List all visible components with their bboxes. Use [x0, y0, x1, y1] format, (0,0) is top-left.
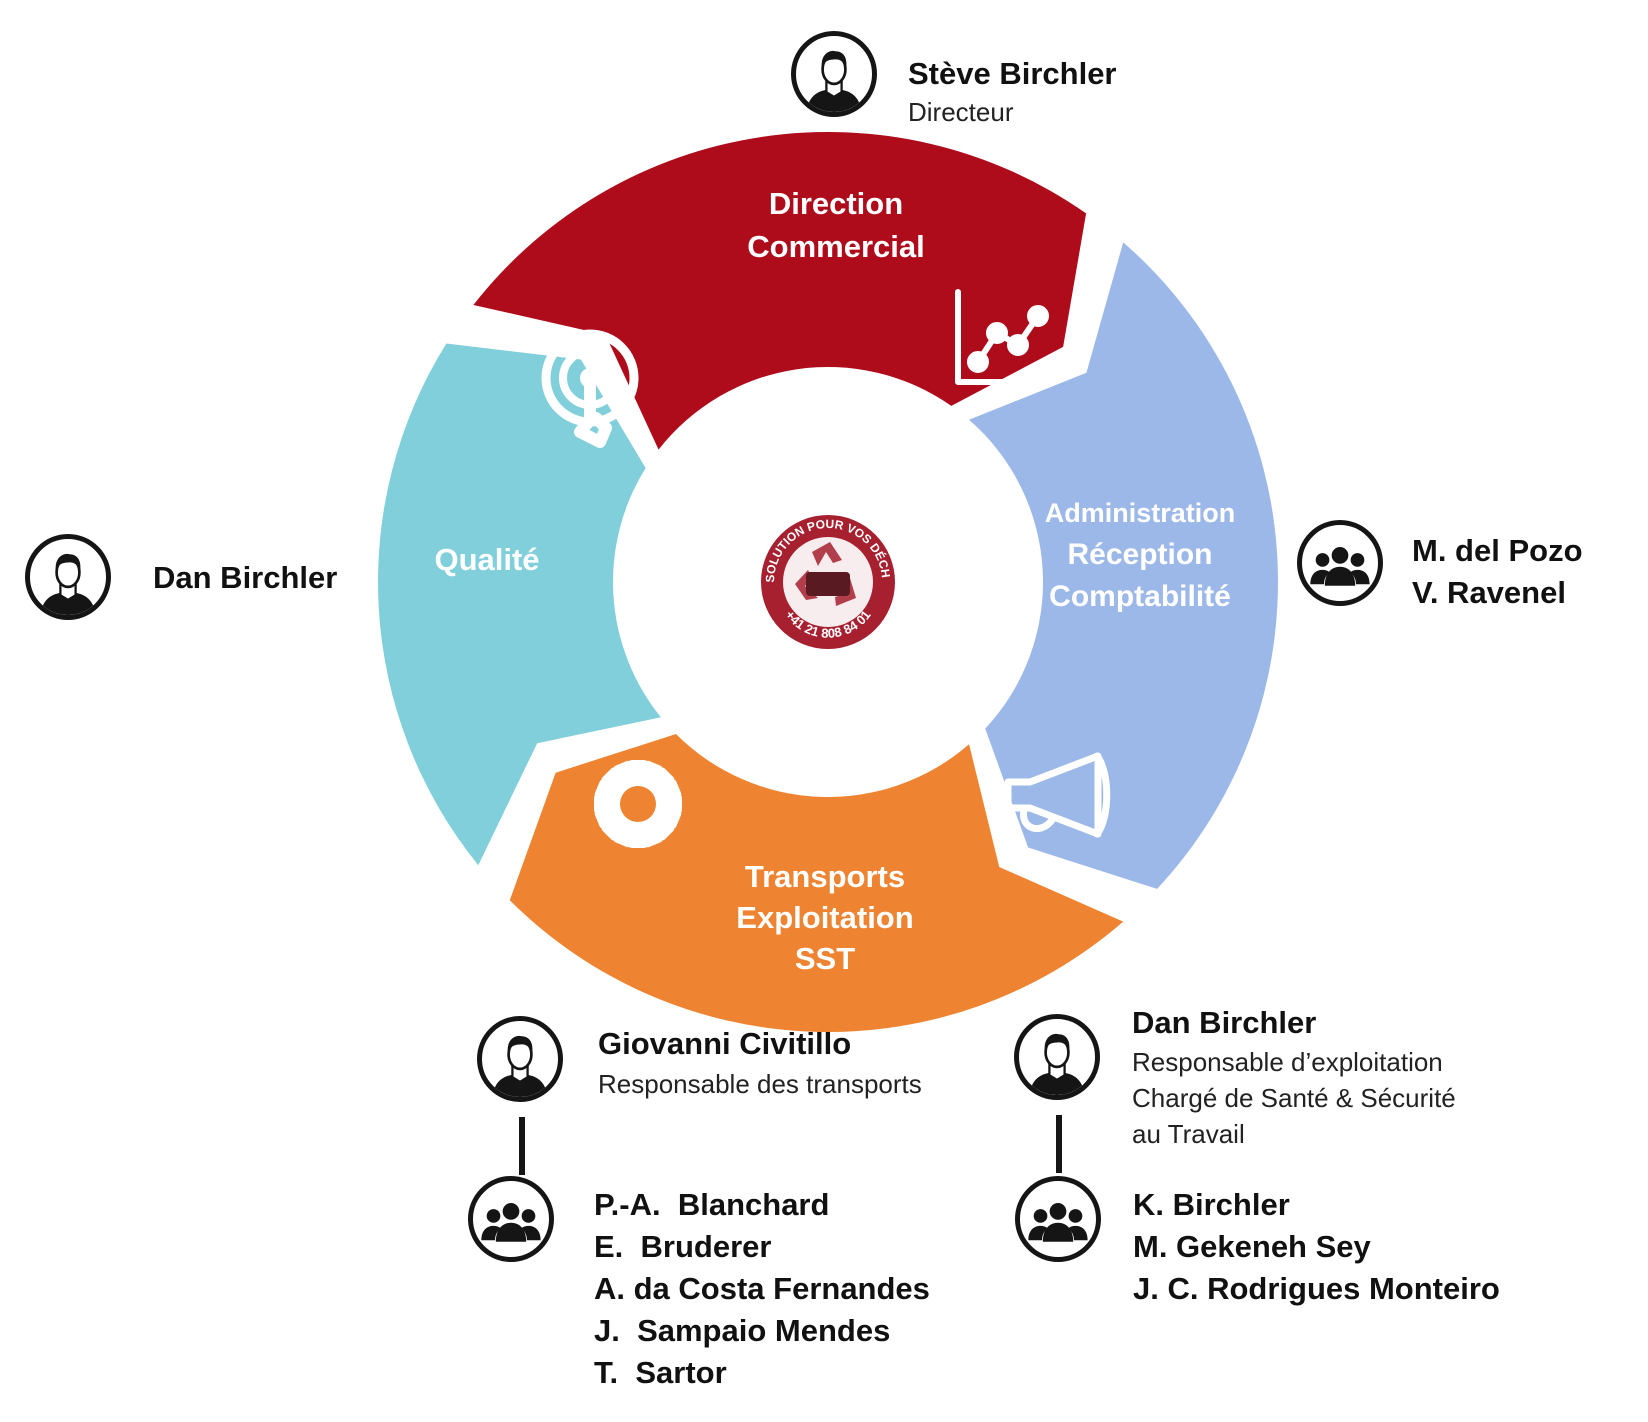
exploitation-role-line: au Travail [1132, 1119, 1245, 1149]
transport-lead-name: Giovanni Civitillo [598, 1026, 852, 1061]
segment-label-transports: Transports Exploitation SST [710, 856, 940, 979]
exploitation-role-line: Responsable d’exploitation [1132, 1047, 1443, 1077]
transport-team-member: T. Sartor [594, 1355, 727, 1390]
transport-team-member: J. Sampaio Mendes [594, 1313, 891, 1348]
director-avatar-icon [791, 31, 877, 117]
direction-line-1: Direction [768, 186, 904, 221]
connector-transports [519, 1117, 525, 1175]
transport-lead-avatar-icon [477, 1016, 563, 1102]
target-touch-icon [541, 329, 639, 448]
qualite-avatar-icon [25, 534, 111, 620]
group-icon [1028, 1203, 1088, 1242]
person-avatar-icon [805, 49, 863, 112]
transports-line-1: Transports [744, 859, 906, 894]
segment-label-direction: Direction Commercial [712, 182, 960, 268]
admin-team-member: V. Ravenel [1412, 575, 1566, 610]
megaphone-icon [1004, 752, 1111, 838]
exploitation-role-line: Chargé de Santé & Sécurité [1132, 1083, 1456, 1113]
administration-line-1: Administration [1044, 498, 1236, 528]
person-avatar-icon [491, 1034, 549, 1097]
person-avatar-icon [1028, 1032, 1086, 1095]
director-name: Stève Birchler [908, 56, 1117, 91]
segment-administration [969, 242, 1279, 889]
exploitation-team-member: J. C. Rodrigues Monteiro [1133, 1271, 1500, 1306]
exploitation-team-list: K. Birchler M. Gekeneh Sey J. C. Rodrigu… [1133, 1184, 1500, 1310]
admin-team-member: M. del Pozo [1412, 533, 1583, 568]
admin-team-list: M. del Pozo V. Ravenel [1412, 530, 1583, 614]
exploitation-lead-avatar-icon [1014, 1014, 1100, 1100]
exploitation-lead-name: Dan Birchler [1132, 1005, 1317, 1040]
segment-label-administration: Administration Réception Comptabilité [1022, 492, 1258, 618]
admin-team-icon [1297, 520, 1383, 606]
direction-line-2: Commercial [747, 229, 925, 264]
transport-team-member: E. Bruderer [594, 1229, 772, 1264]
gear-icon [594, 760, 682, 848]
exploitation-team-member: M. Gekeneh Sey [1133, 1229, 1371, 1264]
segment-direction [473, 132, 1087, 450]
transports-line-3: SST [794, 941, 856, 976]
line-chart-icon [955, 289, 1051, 385]
transport-team-list: P.-A. Blanchard E. Bruderer A. da Costa … [594, 1184, 930, 1394]
qualite-person-name: Dan Birchler [153, 560, 338, 595]
director-role: Directeur [908, 97, 1014, 127]
transport-team-member: A. da Costa Fernandes [594, 1271, 930, 1306]
transport-team-member: P.-A. Blanchard [594, 1187, 830, 1222]
person-avatar-icon [39, 552, 97, 615]
transport-team-icon [468, 1176, 554, 1262]
exploitation-team-member: K. Birchler [1133, 1187, 1290, 1222]
segment-label-qualite: Qualité [416, 540, 558, 580]
exploitation-lead-role: Responsable d’exploitation Chargé de San… [1132, 1044, 1456, 1152]
connector-exploitation [1056, 1115, 1062, 1173]
qualite-line-1: Qualité [434, 542, 540, 577]
transport-lead-role: Responsable des transports [598, 1069, 922, 1099]
group-icon [481, 1203, 541, 1242]
exploitation-team-icon [1015, 1176, 1101, 1262]
administration-line-3: Comptabilité [1049, 580, 1231, 613]
administration-line-2: Réception [1067, 538, 1213, 571]
group-icon [1310, 547, 1370, 586]
segment-qualite [377, 343, 661, 866]
transports-line-2: Exploitation [736, 900, 914, 935]
